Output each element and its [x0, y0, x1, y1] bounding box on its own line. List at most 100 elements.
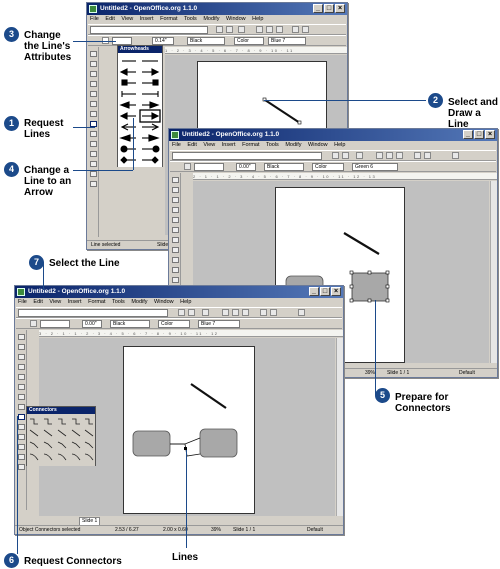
- menu-format[interactable]: Format: [88, 299, 106, 305]
- menu-window[interactable]: Window: [226, 16, 246, 22]
- edit-file-icon[interactable]: [178, 309, 185, 316]
- line-color-select[interactable]: Black: [264, 163, 304, 171]
- ellipse-tool-icon[interactable]: [172, 217, 179, 223]
- area-color-select[interactable]: Blue 7: [198, 320, 240, 328]
- menu-format[interactable]: Format: [242, 142, 260, 148]
- zoom-tool-icon[interactable]: [172, 187, 179, 193]
- vertical-scrollbar[interactable]: [490, 181, 497, 363]
- insert-tool-icon[interactable]: [90, 171, 97, 177]
- url-field[interactable]: [90, 26, 208, 34]
- line-color-select[interactable]: Black: [110, 320, 150, 328]
- minimize-button[interactable]: _: [313, 4, 323, 13]
- menu-modify[interactable]: Modify: [285, 142, 302, 148]
- copy-icon[interactable]: [386, 152, 393, 159]
- 3d-tool-icon[interactable]: [172, 227, 179, 233]
- maximize-button[interactable]: □: [474, 130, 484, 139]
- menu-edit[interactable]: Edit: [33, 299, 43, 305]
- line-style-select[interactable]: [40, 320, 70, 328]
- text-tool-icon[interactable]: [18, 354, 25, 360]
- ellipse-tool-icon[interactable]: [90, 91, 97, 97]
- redo-icon[interactable]: [302, 26, 309, 33]
- redo-icon[interactable]: [424, 152, 431, 159]
- line-width-field[interactable]: 0.14": [152, 37, 174, 45]
- connector-tool-icon[interactable]: [172, 257, 179, 263]
- undo-icon[interactable]: [260, 309, 267, 316]
- menu-tools[interactable]: Tools: [265, 142, 279, 148]
- minimize-button[interactable]: _: [463, 130, 473, 139]
- print-icon[interactable]: [356, 152, 363, 159]
- paste-icon[interactable]: [396, 152, 403, 159]
- paste-icon[interactable]: [242, 309, 249, 316]
- line-ends-icon[interactable]: [102, 37, 109, 44]
- ellipse-tool-icon[interactable]: [18, 374, 25, 380]
- maximize-button[interactable]: □: [320, 287, 330, 296]
- connector-grid[interactable]: [27, 414, 95, 466]
- effects-tool-icon[interactable]: [90, 181, 97, 187]
- undo-icon[interactable]: [292, 26, 299, 33]
- edit-file-icon[interactable]: [332, 152, 339, 159]
- menu-tools[interactable]: Tools: [111, 299, 125, 305]
- arrange-tool-icon[interactable]: [18, 444, 25, 450]
- line-color-select[interactable]: Black: [187, 37, 225, 45]
- area-style-select[interactable]: Color: [158, 320, 190, 328]
- menu-modify[interactable]: Modify: [131, 299, 148, 305]
- curve-tool-icon[interactable]: [172, 237, 179, 243]
- maximize-button[interactable]: □: [324, 4, 334, 13]
- area-color-select[interactable]: Blue 7: [268, 37, 306, 45]
- 3d-tool-icon[interactable]: [18, 384, 25, 390]
- menu-view[interactable]: View: [49, 299, 62, 305]
- edit-file-icon[interactable]: [216, 26, 223, 33]
- menu-view[interactable]: View: [203, 142, 216, 148]
- rectangle-tool-icon[interactable]: [90, 81, 97, 87]
- print-icon[interactable]: [238, 26, 245, 33]
- vertical-scrollbar[interactable]: [336, 338, 343, 516]
- curve-tool-icon[interactable]: [18, 394, 25, 400]
- alignment-tool-icon[interactable]: [18, 434, 25, 440]
- connector-tool-icon[interactable]: [90, 131, 97, 137]
- undo-icon[interactable]: [414, 152, 421, 159]
- lines-tool-icon[interactable]: [172, 247, 179, 253]
- rotate-tool-icon[interactable]: [18, 424, 25, 430]
- line-ends-icon[interactable]: [184, 163, 191, 170]
- curve-tool-icon[interactable]: [90, 111, 97, 117]
- line-width-field[interactable]: 0.00": [82, 320, 102, 328]
- line-style-select[interactable]: [194, 163, 224, 171]
- menu-edit[interactable]: Edit: [187, 142, 197, 148]
- area-style-select[interactable]: Color: [234, 37, 264, 45]
- menu-format[interactable]: Format: [160, 16, 178, 22]
- area-style-select[interactable]: Color: [312, 163, 344, 171]
- area-color-select[interactable]: Green 6: [352, 163, 398, 171]
- rectangle-tool-icon[interactable]: [18, 364, 25, 370]
- lines-tool-icon[interactable]: [18, 404, 25, 410]
- paste-icon[interactable]: [276, 26, 283, 33]
- menu-help[interactable]: Help: [334, 142, 346, 148]
- menu-window[interactable]: Window: [154, 299, 174, 305]
- select-tool-icon[interactable]: [172, 177, 179, 183]
- close-button[interactable]: ×: [331, 287, 341, 296]
- menu-insert[interactable]: Insert: [221, 142, 236, 148]
- menu-file[interactable]: File: [90, 16, 99, 22]
- 3d-tool-icon[interactable]: [90, 101, 97, 107]
- menu-file[interactable]: File: [172, 142, 181, 148]
- line-ends-icon[interactable]: [30, 320, 37, 327]
- copy-icon[interactable]: [266, 26, 273, 33]
- select-tool-icon[interactable]: [18, 334, 25, 340]
- text-tool-icon[interactable]: [90, 71, 97, 77]
- rotate-tool-icon[interactable]: [172, 267, 179, 273]
- save-icon[interactable]: [226, 26, 233, 33]
- gallery-icon[interactable]: [298, 309, 305, 316]
- menu-insert[interactable]: Insert: [67, 299, 82, 305]
- menu-help[interactable]: Help: [180, 299, 192, 305]
- menu-edit[interactable]: Edit: [105, 16, 115, 22]
- arrowhead-grid[interactable]: [118, 53, 162, 167]
- close-button[interactable]: ×: [485, 130, 495, 139]
- cut-icon[interactable]: [376, 152, 383, 159]
- redo-icon[interactable]: [270, 309, 277, 316]
- copy-icon[interactable]: [232, 309, 239, 316]
- save-icon[interactable]: [188, 309, 195, 316]
- close-button[interactable]: ×: [335, 4, 345, 13]
- gallery-icon[interactable]: [452, 152, 459, 159]
- text-tool-icon[interactable]: [172, 197, 179, 203]
- minimize-button[interactable]: _: [309, 287, 319, 296]
- connector-tool-icon[interactable]: [18, 414, 25, 420]
